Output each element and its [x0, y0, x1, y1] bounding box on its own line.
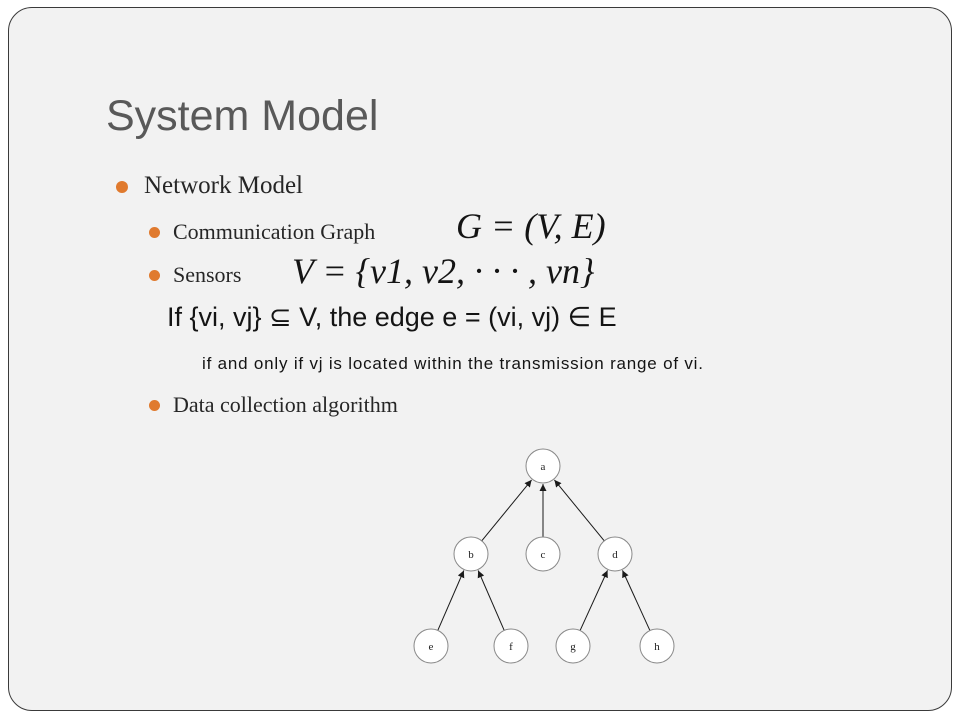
- bullet-dot-icon: [116, 181, 128, 193]
- bullet-sensors: Sensors: [149, 262, 242, 288]
- bullet-text: Sensors: [173, 262, 242, 287]
- bullet-data-collection: Data collection algorithm: [149, 392, 398, 418]
- bullet-text: Network Model: [144, 172, 303, 199]
- node-d: [597, 536, 633, 572]
- bullet-dot-icon: [149, 227, 160, 238]
- edge-f-b: [477, 570, 505, 631]
- edge-g-d: [579, 570, 608, 631]
- node-label-f: f: [509, 641, 513, 653]
- formula-graph-text: G = (V, E): [456, 206, 606, 246]
- node-c: [525, 536, 561, 572]
- bullet-network-model: Network Model: [116, 172, 303, 200]
- bullet-communication-graph: Communication Graph: [149, 219, 376, 245]
- node-label-d: d: [612, 549, 618, 561]
- formula-graph: G = (V, E): [456, 205, 606, 247]
- bullet-text: Communication Graph: [173, 219, 376, 244]
- node-e: [413, 628, 449, 664]
- node-f: [493, 628, 529, 664]
- node-g: [555, 628, 591, 664]
- node-label-g: g: [570, 641, 576, 653]
- edge-h-d: [622, 570, 651, 631]
- node-h: [639, 628, 675, 664]
- formula-edge-definition: If {vi, vj} ⊆ V, the edge e = (vi, vj) ∈…: [167, 302, 617, 333]
- node-layer: a b c d e f g h: [413, 448, 675, 664]
- edge-layer: [437, 479, 651, 631]
- node-b: [453, 536, 489, 572]
- tree-diagram: a b c d e f g h: [413, 448, 675, 664]
- slide: System Model Network Model Communication…: [8, 7, 952, 711]
- node-label-b: b: [468, 549, 474, 561]
- bullet-text: Data collection algorithm: [173, 392, 398, 417]
- bullet-dot-icon: [149, 400, 160, 411]
- edge-b-a: [481, 479, 532, 542]
- node-label-e: e: [429, 641, 434, 653]
- slide-title: System Model: [106, 92, 379, 140]
- formula-edge-condition: if and only if vj is located within the …: [202, 354, 704, 374]
- node-a: [525, 448, 561, 484]
- formula-vertex-set: V = {v1, v2, · · · , vn}: [292, 250, 594, 292]
- node-label-a: a: [541, 461, 546, 473]
- edge-d-a: [554, 479, 605, 542]
- formula-vertex-set-text: V = {v1, v2, · · · , vn}: [292, 251, 595, 291]
- node-label-h: h: [654, 641, 660, 653]
- edge-e-b: [437, 570, 465, 631]
- node-label-c: c: [541, 549, 546, 561]
- formula-edge-condition-text: if and only if vj is located within the …: [202, 354, 704, 373]
- formula-edge-definition-text: If {vi, vj} ⊆ V, the edge e = (vi, vj) ∈…: [167, 302, 617, 332]
- bullet-dot-icon: [149, 270, 160, 281]
